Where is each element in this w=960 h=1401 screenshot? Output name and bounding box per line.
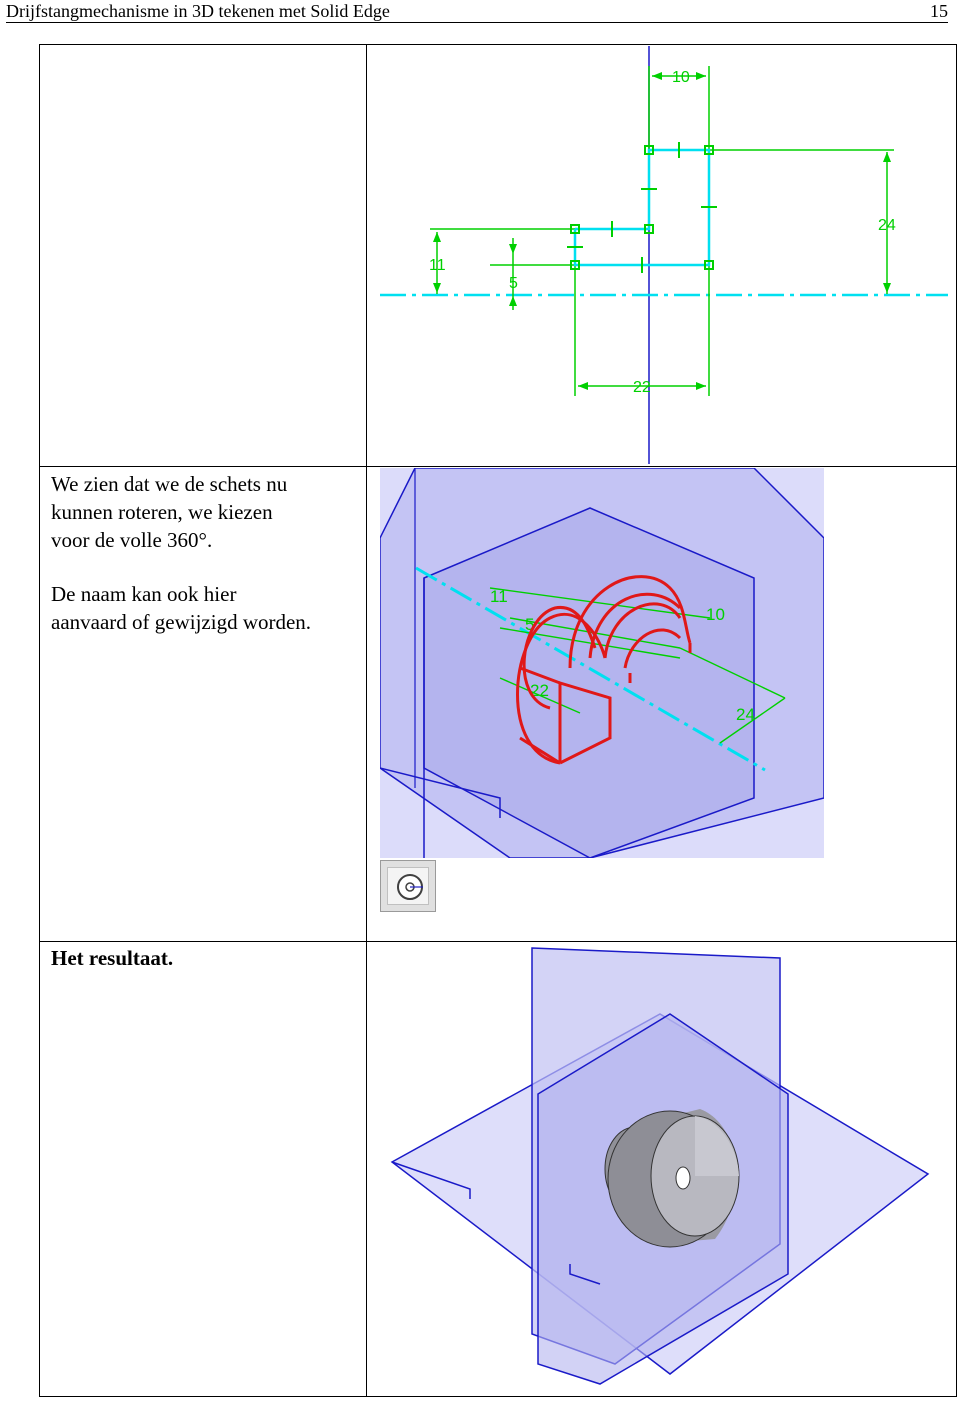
sketch-dimension-figure: 10 24 11 5 22 bbox=[380, 46, 948, 464]
table-row-divider bbox=[39, 466, 957, 467]
page-number: 15 bbox=[930, 1, 948, 21]
dim-label-10: 10 bbox=[706, 605, 725, 624]
dim-label-5: 5 bbox=[525, 615, 534, 634]
instruction-text: We zien dat we de schets nu kunnen roter… bbox=[51, 470, 311, 636]
table-column-divider bbox=[366, 44, 367, 1397]
revolve-preview-figure: 11 5 10 22 24 bbox=[380, 468, 824, 858]
dim-label-11: 11 bbox=[429, 257, 446, 274]
revolve-360-icon bbox=[397, 874, 423, 900]
dim-label-5: 5 bbox=[509, 275, 518, 292]
paragraph-line: aanvaard of gewijzigd worden. bbox=[51, 610, 312, 634]
dim-label-10: 10 bbox=[672, 69, 690, 86]
revolve-360-button[interactable] bbox=[380, 860, 436, 912]
paragraph-line: voor de volle 360°. bbox=[51, 528, 213, 552]
paragraph-line: De naam kan ook hier bbox=[51, 582, 237, 606]
content-table bbox=[39, 44, 957, 1397]
dim-label-24: 24 bbox=[736, 705, 755, 724]
table-row-divider bbox=[39, 941, 957, 942]
result-part-figure bbox=[390, 947, 930, 1385]
dim-label-22: 22 bbox=[633, 379, 651, 396]
dim-label-24: 24 bbox=[878, 217, 896, 234]
document-title: Drijfstangmechanisme in 3D tekenen met S… bbox=[6, 1, 390, 21]
paragraph-line: kunnen roteren, we kiezen bbox=[51, 500, 273, 524]
dim-label-11: 11 bbox=[490, 587, 508, 606]
paragraph-line: We zien dat we de schets nu bbox=[51, 472, 288, 496]
page-header: Drijfstangmechanisme in 3D tekenen met S… bbox=[6, 0, 948, 23]
result-caption: Het resultaat. bbox=[51, 946, 174, 970]
dim-label-22: 22 bbox=[530, 681, 549, 700]
